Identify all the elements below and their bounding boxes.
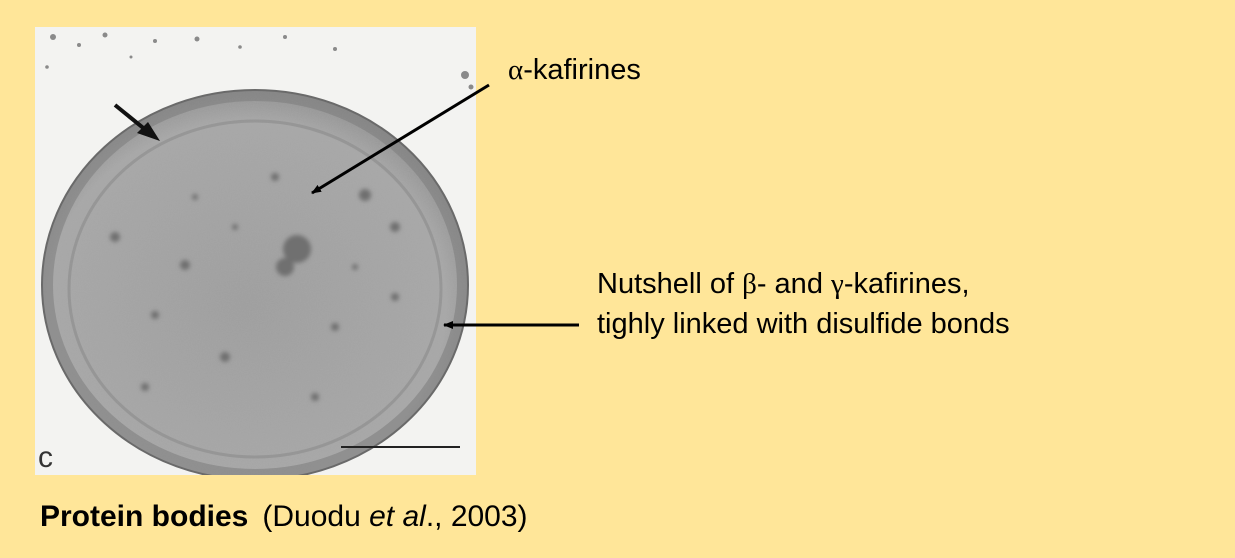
panel-letter: c [38, 441, 53, 474]
nutshell-label-line2: tighly linked with disulfide bonds [597, 306, 1010, 342]
ref-year: ., 2003) [426, 500, 528, 533]
protein-body-micrograph: c [35, 27, 476, 475]
beta-symbol: β [742, 268, 757, 300]
alpha-label-text: -kafirines [523, 54, 641, 86]
caption-title: Protein bodies [40, 500, 248, 533]
nutshell-text-b: - and [757, 268, 831, 300]
figure-caption: Protein bodies (Duodu et al., 2003) [40, 497, 528, 537]
nutshell-text-c: -kafirines, [844, 268, 970, 300]
alpha-symbol: α [508, 54, 523, 86]
ref-et-al: et al [369, 500, 426, 533]
ref-author: (Duodu [262, 500, 369, 533]
nutshell-text-a: Nutshell of [597, 268, 742, 300]
caption-reference: (Duodu et al., 2003) [262, 500, 527, 533]
gamma-symbol: γ [831, 268, 844, 300]
nutshell-label-line1: Nutshell of β- and γ-kafirines, [597, 266, 970, 302]
alpha-kafirines-label: α-kafirines [508, 52, 641, 88]
